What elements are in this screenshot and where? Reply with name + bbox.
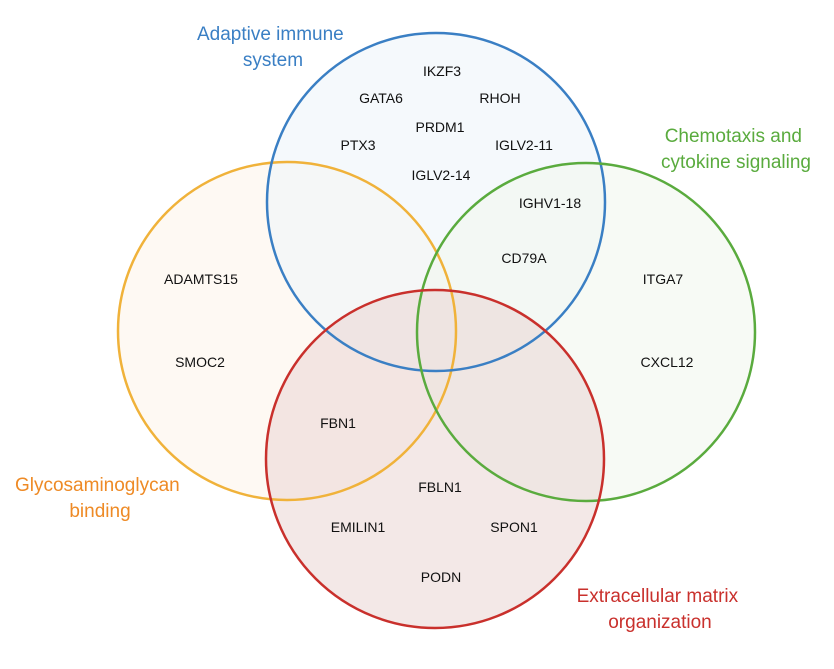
glycosaminoglycan-label-line-1: Glycosaminoglycan: [15, 475, 180, 496]
gene-fbln1: FBLN1: [418, 479, 462, 495]
gene-ighv1-18: IGHV1-18: [519, 195, 581, 211]
ecm-label-line-1: Extracellular matrix: [577, 586, 739, 607]
gene-smoc2: SMOC2: [175, 354, 225, 370]
gene-prdm1: PRDM1: [415, 119, 464, 135]
adaptive-label-line-1: Adaptive immune: [197, 24, 344, 45]
gene-podn: PODN: [421, 569, 461, 585]
gene-ikzf3: IKZF3: [423, 63, 461, 79]
ecm-circle: [264, 288, 606, 630]
chemotaxis-label-line-2: cytokine signaling: [661, 152, 811, 173]
glycosaminoglycan-circle: [116, 160, 458, 502]
gene-iglv2-14: IGLV2-14: [412, 167, 471, 183]
gene-fbn1: FBN1: [320, 415, 356, 431]
chemotaxis-label-line-1: Chemotaxis and: [665, 126, 802, 147]
gene-gata6: GATA6: [359, 90, 403, 106]
glycosaminoglycan-label-line-2: binding: [69, 501, 130, 522]
gene-cd79a: CD79A: [501, 250, 547, 266]
gene-emilin1: EMILIN1: [331, 519, 386, 535]
gene-spon1: SPON1: [490, 519, 538, 535]
gene-iglv2-11: IGLV2-11: [495, 137, 553, 153]
adaptive-label: Adaptive immune system: [197, 24, 349, 71]
circle-outlines: [116, 31, 757, 630]
ecm-circle-fill: [266, 290, 604, 628]
ecm-label: Extracellular matrix organization: [577, 586, 744, 633]
gene-itga7: ITGA7: [643, 271, 684, 287]
chemotaxis-label: Chemotaxis and cytokine signaling: [661, 126, 811, 173]
circle-fills: [118, 33, 755, 628]
adaptive-circle: [265, 31, 607, 373]
gene-adamts15: ADAMTS15: [164, 271, 238, 287]
set-labels: Adaptive immune system Chemotaxis and cy…: [15, 24, 811, 633]
glycosaminoglycan-label: Glycosaminoglycan binding: [15, 475, 185, 522]
chemotaxis-circle: [415, 161, 757, 503]
gene-rhoh: RHOH: [479, 90, 520, 106]
gene-cxcl12: CXCL12: [641, 354, 694, 370]
adaptive-label-line-2: system: [243, 50, 303, 71]
gene-ptx3: PTX3: [340, 137, 375, 153]
gene-labels: IKZF3 GATA6 RHOH PRDM1 PTX3 IGLV2-11 IGL…: [164, 63, 694, 585]
ecm-label-line-2: organization: [608, 612, 712, 633]
